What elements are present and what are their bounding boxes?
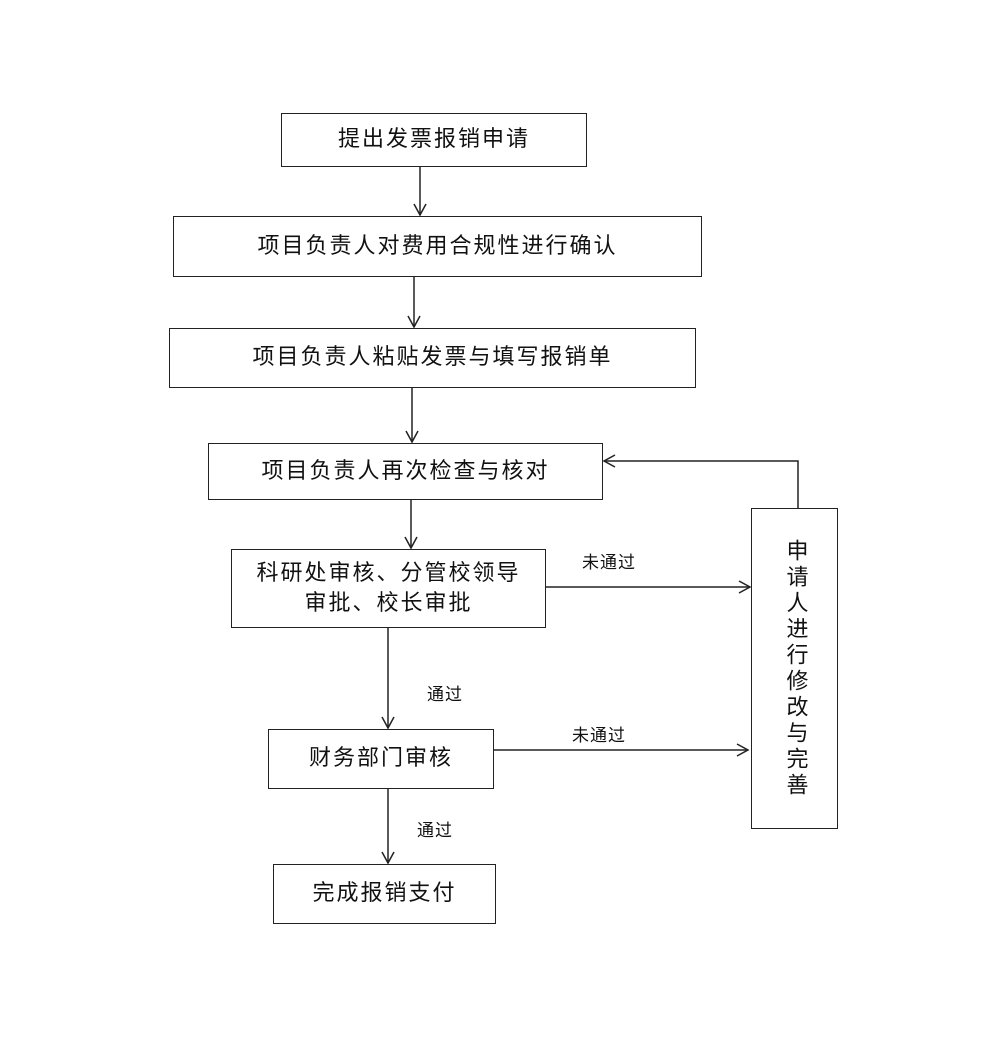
step-paste-text: 项目负责人粘贴发票与填写报销单 <box>252 345 613 370</box>
step-confirm-text: 项目负责人对费用合规性进行确认 <box>257 233 618 259</box>
step-revise-text: 申请人进行修改与完善 <box>782 538 808 799</box>
step-review-text-2: 审批、校长审批 <box>304 590 473 616</box>
step-confirm: 项目负责人对费用合规性进行确认 <box>173 216 702 277</box>
step-revise: 申请人进行修改与完善 <box>751 508 838 829</box>
label-finance-fail: 未通过 <box>572 726 626 746</box>
label-review-fail: 未通过 <box>582 553 636 573</box>
step-submit-text: 提出发票报销申请 <box>337 127 530 152</box>
arrow-revise-to-recheck <box>602 454 799 508</box>
step-pay-text: 完成报销支付 <box>312 881 457 906</box>
step-review: 科研处审核、分管校领导 审批、校长审批 <box>231 549 546 628</box>
step-review-text-1: 科研处审核、分管校领导 <box>256 560 521 586</box>
step-finance-text: 财务部门审核 <box>308 746 453 771</box>
step-recheck-text: 项目负责人再次检查与核对 <box>261 458 550 484</box>
step-pay: 完成报销支付 <box>273 864 496 924</box>
label-finance-pass: 通过 <box>417 821 453 841</box>
step-recheck: 项目负责人再次检查与核对 <box>208 443 603 500</box>
step-paste: 项目负责人粘贴发票与填写报销单 <box>169 328 696 388</box>
label-review-pass: 通过 <box>427 685 463 705</box>
step-finance: 财务部门审核 <box>268 729 494 789</box>
step-submit: 提出发票报销申请 <box>281 113 587 167</box>
